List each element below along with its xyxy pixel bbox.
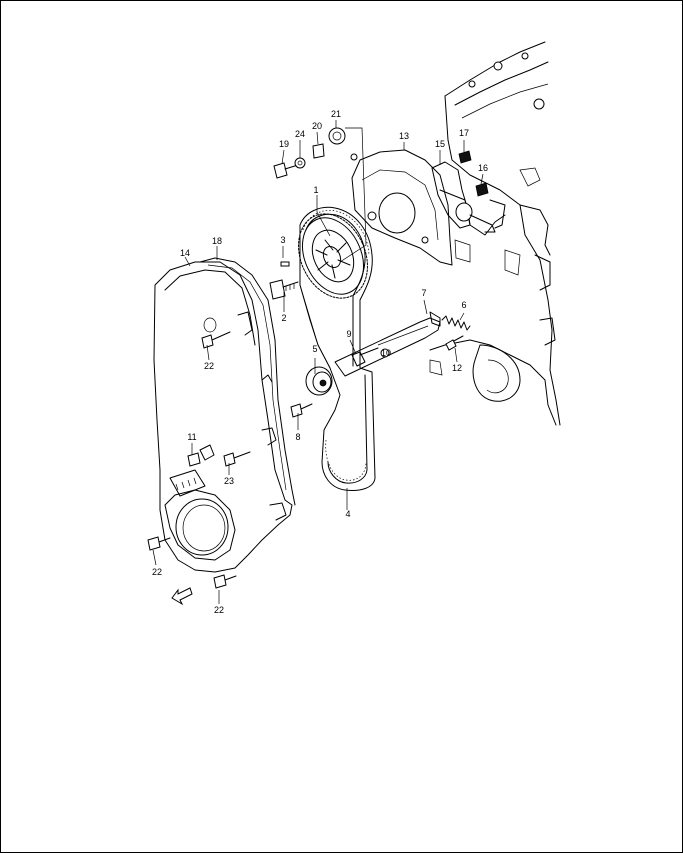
- callout-23: 23: [224, 476, 234, 486]
- engine-bolt-head: [533, 98, 545, 110]
- callout-labels: 1 2 3 4 5 6 7 8 9 10 11 12 13 14 15 16 1…: [152, 109, 488, 615]
- callout-22-left: 22: [152, 567, 162, 577]
- callout-14: 14: [180, 248, 190, 258]
- front-arrow-icon: [171, 587, 193, 606]
- sprocket-bolt: [269, 279, 299, 300]
- inner-cover-plate: [350, 149, 453, 266]
- callout-22-upper: 22: [204, 361, 214, 371]
- bolt-12: [445, 335, 464, 351]
- callout-8: 8: [295, 432, 300, 442]
- woodruff-key: [280, 261, 290, 267]
- callout-7: 7: [421, 288, 426, 298]
- callout-11: 11: [187, 432, 196, 442]
- engine-bolt-head: [468, 80, 476, 88]
- seal-gasket: [431, 161, 496, 233]
- engine-bolt-head: [493, 61, 503, 71]
- callout-3: 3: [280, 235, 285, 245]
- callout-17: 17: [459, 128, 469, 138]
- engine-block: [429, 41, 561, 426]
- callout-20: 20: [312, 121, 322, 131]
- callout-24: 24: [295, 129, 305, 139]
- engine-bolt-head: [521, 52, 529, 60]
- outer-timing-cover: [153, 257, 296, 573]
- tensioner-stud: [351, 347, 390, 367]
- callout-13: 13: [399, 131, 409, 141]
- callout-2: 2: [281, 313, 286, 323]
- callout-12: 12: [452, 363, 462, 373]
- callout-19: 19: [279, 139, 289, 149]
- callout-10: 10: [381, 348, 391, 358]
- small-parts-top: [273, 127, 346, 179]
- tensioner-spring: [441, 315, 471, 331]
- callout-1: 1: [313, 185, 318, 195]
- camshaft-sprocket: [298, 213, 368, 299]
- callout-18: 18: [212, 236, 222, 246]
- callout-15: 15: [435, 139, 445, 149]
- tensioner-pulley: [305, 366, 333, 396]
- callout-16: 16: [478, 163, 488, 173]
- cover-bolts: [147, 331, 251, 589]
- clips: [458, 150, 489, 197]
- bolt-8: [290, 403, 313, 418]
- plate-shaft-hole: [378, 192, 416, 234]
- leader-lines: [152, 120, 484, 604]
- callout-5: 5: [312, 344, 317, 354]
- timing-belt: [299, 206, 376, 491]
- callout-4: 4: [345, 509, 350, 519]
- callout-21: 21: [331, 109, 341, 119]
- callout-9: 9: [346, 329, 351, 339]
- tensioner-bracket: [334, 311, 441, 377]
- callout-6: 6: [461, 300, 466, 310]
- callout-22-bottom: 22: [214, 605, 224, 615]
